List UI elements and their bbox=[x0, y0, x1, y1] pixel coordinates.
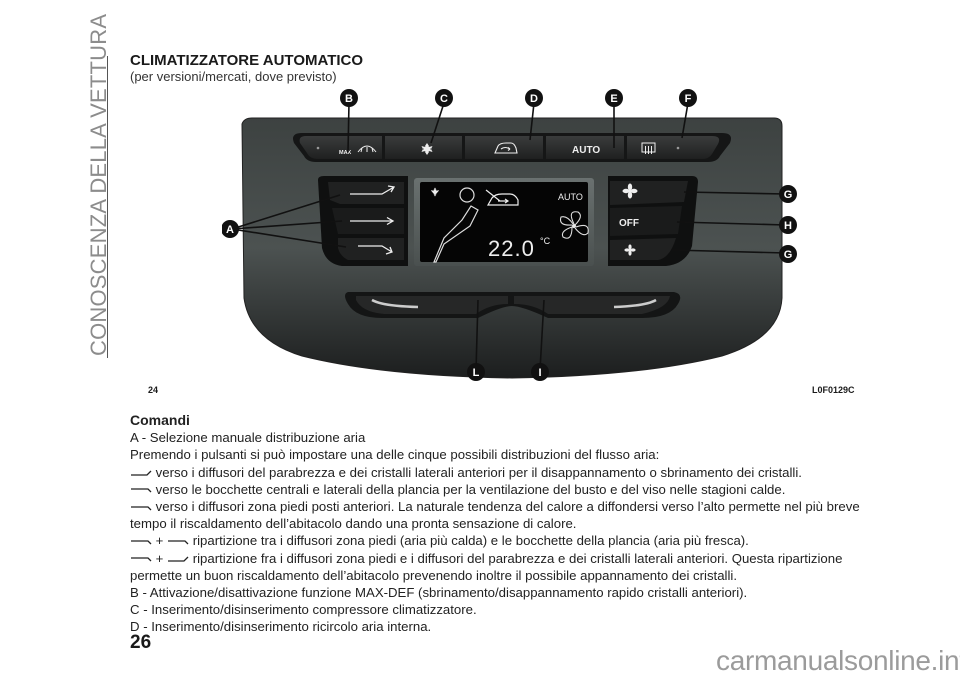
mode-text: ripartizione tra i diffusori zona piedi … bbox=[192, 533, 749, 549]
fan-off-label: OFF bbox=[619, 218, 639, 229]
mode-text: verso i diffusori zona piedi posti anter… bbox=[130, 499, 860, 532]
chapter-rule bbox=[107, 56, 108, 358]
rear-defrost-icon bbox=[641, 142, 656, 154]
auto-label: AUTO bbox=[572, 145, 600, 156]
seat-airflow-icon bbox=[433, 187, 479, 263]
callout-i: I bbox=[531, 363, 549, 381]
mode-text: verso le bocchette centrali e laterali d… bbox=[155, 481, 786, 497]
figure-code: L0F0129C bbox=[812, 385, 855, 395]
callout-b: B bbox=[340, 89, 358, 107]
airflow-down-arrow-icon bbox=[358, 245, 393, 255]
item-b: B - Attivazione/disattivazione funzione … bbox=[130, 585, 748, 601]
car-recirc-icon bbox=[485, 189, 519, 206]
chapter-title: CONOSCENZA DELLA VETTURA bbox=[86, 13, 111, 356]
climate-control-figure: MAX AUTO bbox=[222, 89, 797, 381]
svg-text:H: H bbox=[784, 220, 792, 232]
content-heading: Comandi bbox=[130, 412, 190, 428]
watermark: carmanualsonline.info bbox=[716, 645, 960, 676]
callout-c: C bbox=[435, 89, 453, 107]
section-subtitle: (per versioni/mercati, dove previsto) bbox=[130, 69, 337, 84]
windshield-flow-icon bbox=[168, 556, 189, 562]
mode-face: verso le bocchette centrali e laterali d… bbox=[130, 481, 870, 498]
callout-g-upper: G bbox=[779, 185, 797, 203]
plus-sign: + bbox=[155, 533, 164, 549]
max-label: MAX bbox=[339, 150, 352, 156]
max-def-button[interactable]: MAX bbox=[299, 136, 382, 159]
page-number: 26 bbox=[130, 632, 152, 653]
mode-windshield: verso i diffusori del parabrezza e dei c… bbox=[130, 464, 870, 481]
display-mode: AUTO bbox=[558, 192, 583, 202]
plus-sign: + bbox=[155, 550, 164, 566]
airflow-feet-button[interactable] bbox=[338, 238, 404, 260]
recirculation-button[interactable] bbox=[465, 136, 543, 159]
callout-f: F bbox=[679, 89, 697, 107]
callout-l: L bbox=[467, 363, 485, 381]
svg-text:E: E bbox=[610, 93, 617, 105]
right-vent-button[interactable] bbox=[514, 296, 670, 314]
temperature-readout: 22.0 bbox=[488, 236, 535, 261]
intro-paragraph: Premendo i pulsanti si può impostare una… bbox=[130, 447, 660, 463]
mode-feet: verso i diffusori zona piedi posti anter… bbox=[130, 498, 870, 532]
svg-text:G: G bbox=[784, 249, 793, 261]
feet-flow-icon bbox=[131, 540, 152, 545]
face-flow-icon bbox=[131, 488, 152, 493]
callout-h: H bbox=[779, 216, 797, 234]
body-text: Comandi A - Selezione manuale distribuzi… bbox=[130, 412, 870, 636]
mode-text: verso i diffusori del parabrezza e dei c… bbox=[155, 464, 802, 480]
svg-text:D: D bbox=[530, 93, 538, 105]
callout-a: A bbox=[222, 220, 239, 238]
svg-text:L: L bbox=[473, 367, 480, 379]
svg-text:G: G bbox=[784, 189, 793, 201]
callout-g-lower: G bbox=[779, 245, 797, 263]
ac-compressor-button[interactable] bbox=[385, 136, 462, 159]
fan-decrease-button[interactable] bbox=[610, 238, 676, 260]
mode-text: ripartizione fra i diffusori zona piedi … bbox=[130, 550, 843, 583]
figure-number: 24 bbox=[148, 385, 159, 395]
callout-e: E bbox=[605, 89, 623, 107]
face-flow-icon bbox=[168, 540, 189, 545]
fan-small-icon bbox=[624, 244, 636, 256]
windshield-flow-icon bbox=[131, 470, 152, 476]
svg-text:B: B bbox=[345, 93, 353, 105]
item-d: D - Inserimento/disinserimento ricircolo… bbox=[130, 619, 432, 635]
temperature-unit: °C bbox=[540, 236, 551, 246]
callout-d: D bbox=[525, 89, 543, 107]
fan-icon bbox=[559, 211, 589, 239]
airflow-straight-arrow-icon bbox=[350, 216, 395, 226]
svg-text:A: A bbox=[226, 224, 234, 236]
left-vent-button[interactable] bbox=[356, 296, 508, 314]
airflow-face-button[interactable] bbox=[332, 208, 404, 234]
item-c: C - Inserimento/disinserimento compresso… bbox=[130, 602, 477, 618]
mode-feet-face: + ripartizione tra i diffusori zona pied… bbox=[130, 532, 870, 549]
feet-flow-icon bbox=[131, 505, 152, 510]
snowflake-icon bbox=[431, 187, 439, 197]
mode-feet-windshield: + ripartizione fra i diffusori zona pied… bbox=[130, 550, 870, 584]
item-a: A - Selezione manuale distribuzione aria bbox=[130, 430, 366, 446]
airflow-up-arrow-icon bbox=[350, 185, 396, 195]
feet-flow-icon bbox=[131, 557, 152, 562]
svg-text:F: F bbox=[685, 93, 692, 105]
airflow-windshield-button[interactable] bbox=[328, 182, 404, 204]
rear-defrost-button[interactable] bbox=[627, 136, 720, 159]
svg-text:I: I bbox=[538, 367, 541, 379]
fan-off-button[interactable]: OFF bbox=[610, 206, 682, 236]
svg-text:C: C bbox=[440, 93, 448, 105]
section-title: CLIMATIZZATORE AUTOMATICO bbox=[130, 52, 364, 69]
fan-icon bbox=[622, 183, 638, 199]
callout-leaders bbox=[231, 102, 787, 371]
lcd-display: AUTO 22.0 °C bbox=[420, 182, 589, 263]
auto-button[interactable]: AUTO bbox=[546, 136, 624, 159]
max-defrost-icon bbox=[357, 145, 377, 153]
snowflake-icon bbox=[421, 143, 433, 155]
recirculation-icon bbox=[494, 142, 518, 154]
fan-increase-button[interactable] bbox=[610, 181, 688, 205]
